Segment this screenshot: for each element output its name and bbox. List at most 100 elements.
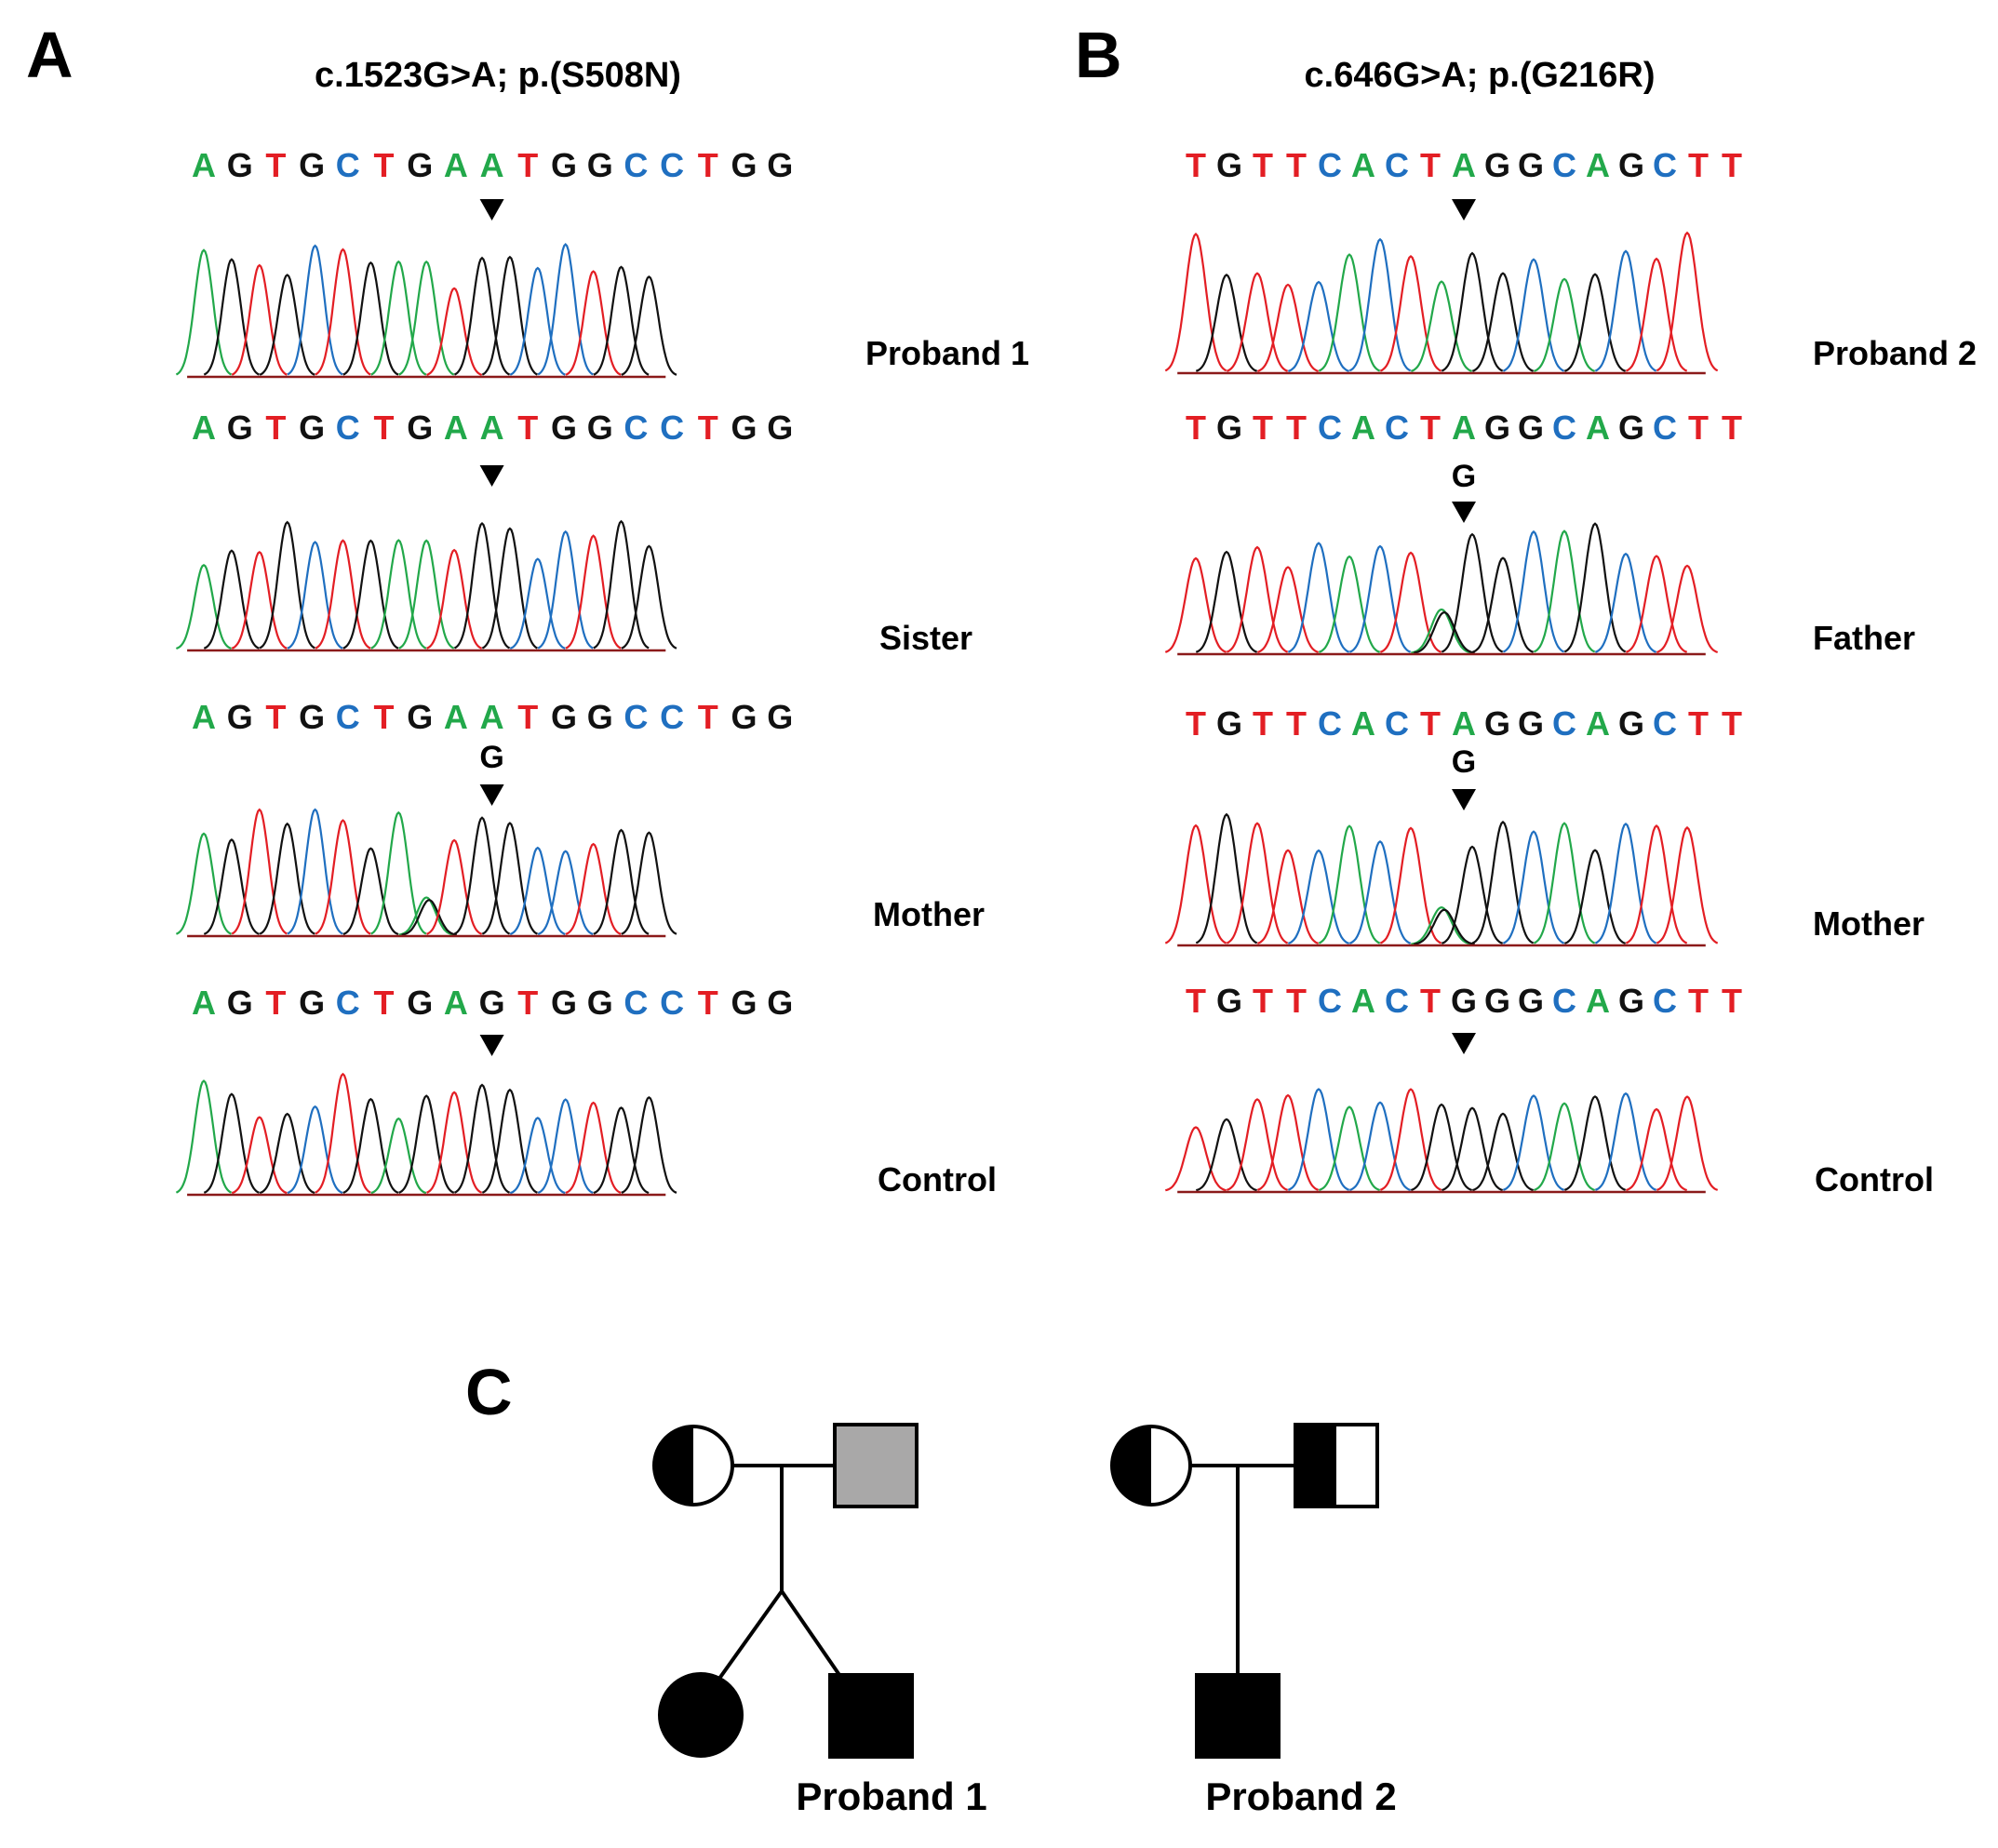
base-call: C: [1318, 982, 1342, 1020]
base-call: A: [192, 698, 216, 736]
base-call: T: [1186, 146, 1206, 184]
trace-peak: [1625, 257, 1688, 372]
trace-peak: [453, 521, 511, 649]
panel-a-letter: A: [26, 19, 74, 91]
trace-peak: [1318, 824, 1381, 944]
base-call: C: [660, 698, 684, 736]
base-call: G: [299, 984, 325, 1022]
panel-c-letter: C: [465, 1356, 513, 1428]
base-call: G: [731, 984, 757, 1022]
trace-peak: [509, 846, 566, 936]
base-call: T: [698, 408, 718, 447]
base-call: C: [1552, 982, 1576, 1020]
trace-peak: [203, 258, 261, 376]
base-call: T: [1688, 146, 1709, 184]
trace-peak: [1226, 1098, 1289, 1191]
trace-peak: [231, 551, 288, 649]
trace-peak: [342, 847, 399, 936]
trace-peak: [175, 832, 233, 935]
trace-peak: [1441, 1106, 1504, 1192]
base-call: T: [374, 146, 395, 184]
trace-peak: [537, 1098, 594, 1194]
trace-peak: [175, 1079, 233, 1194]
base-call: T: [698, 698, 718, 736]
base-call: G: [227, 698, 253, 736]
trace-peak: [1196, 1118, 1257, 1192]
trace-peak: [315, 819, 371, 935]
base-call: T: [1253, 982, 1273, 1020]
base-call: G: [227, 408, 253, 447]
trace-peak: [1164, 232, 1227, 372]
sample-label: Mother: [873, 895, 985, 933]
carrier-mother-symbol: [1110, 1425, 1192, 1507]
trace-peak: [593, 265, 650, 376]
base-call: G: [1484, 704, 1510, 743]
base-call: G: [407, 698, 433, 736]
base-call: A: [1351, 982, 1375, 1020]
trace-peak: [203, 837, 260, 935]
base-call: T: [1420, 704, 1441, 743]
pedigree-family-2: Proband 2: [1110, 1423, 1397, 1818]
trace-peak: [1533, 1102, 1596, 1192]
base-call: C: [1318, 146, 1342, 184]
sample-label: Control: [1815, 1160, 1934, 1199]
base-call: T: [1186, 982, 1206, 1020]
trace-peak: [593, 828, 650, 935]
trace-peak: [621, 831, 677, 935]
base-call: T: [265, 408, 286, 447]
trace-peak: [1410, 1103, 1473, 1192]
trace-peak: [1164, 824, 1227, 944]
base-call: G: [731, 408, 757, 447]
base-call: A: [1452, 408, 1476, 447]
sample-label: Control: [878, 1160, 997, 1199]
trace-peak: [1287, 849, 1350, 944]
base-call: T: [1420, 408, 1441, 447]
trace-peak: [315, 539, 371, 649]
base-call: C: [336, 408, 360, 447]
base-call: T: [1722, 408, 1742, 447]
base-call: T: [1186, 408, 1206, 447]
base-call: A: [444, 984, 468, 1022]
trace-peak: [1379, 551, 1442, 653]
trace-peak: [1165, 1126, 1227, 1192]
trace-peak: [1411, 905, 1472, 945]
base-call: A: [192, 984, 216, 1022]
variant-arrow-marker: [1452, 199, 1476, 221]
trace-peak: [1533, 277, 1596, 372]
proband-2-label: Proband 2: [1205, 1774, 1396, 1818]
trace-peak: [342, 539, 399, 649]
trace-peak: [1414, 908, 1475, 945]
trace-peak: [1318, 555, 1381, 653]
trace-peak: [537, 850, 594, 936]
trace-peak: [1256, 849, 1320, 944]
trace-peak: [1226, 822, 1289, 944]
base-call: T: [1420, 146, 1441, 184]
trace-peak: [287, 541, 343, 649]
base-call: C: [1318, 704, 1342, 743]
trace-peak: [287, 244, 343, 376]
trace-peak: [315, 248, 371, 376]
trace-peak: [593, 1106, 650, 1195]
trace-peak: [509, 1117, 566, 1195]
base-call: C: [1653, 704, 1677, 743]
base-call: A: [192, 408, 216, 447]
base-call: A: [480, 146, 504, 184]
base-call: T: [265, 698, 286, 736]
trace-peak: [621, 544, 677, 649]
trace-peak: [259, 1112, 315, 1195]
base-call: T: [1420, 982, 1441, 1020]
trace-peak: [1471, 272, 1535, 372]
trace-peak: [1287, 542, 1350, 653]
trace-peak: [315, 1072, 371, 1194]
trace-peak: [509, 557, 566, 649]
base-call: T: [1722, 982, 1742, 1020]
sibship-line-left: [715, 1589, 784, 1684]
base-call: T: [517, 984, 538, 1022]
base-call: G: [587, 146, 613, 184]
